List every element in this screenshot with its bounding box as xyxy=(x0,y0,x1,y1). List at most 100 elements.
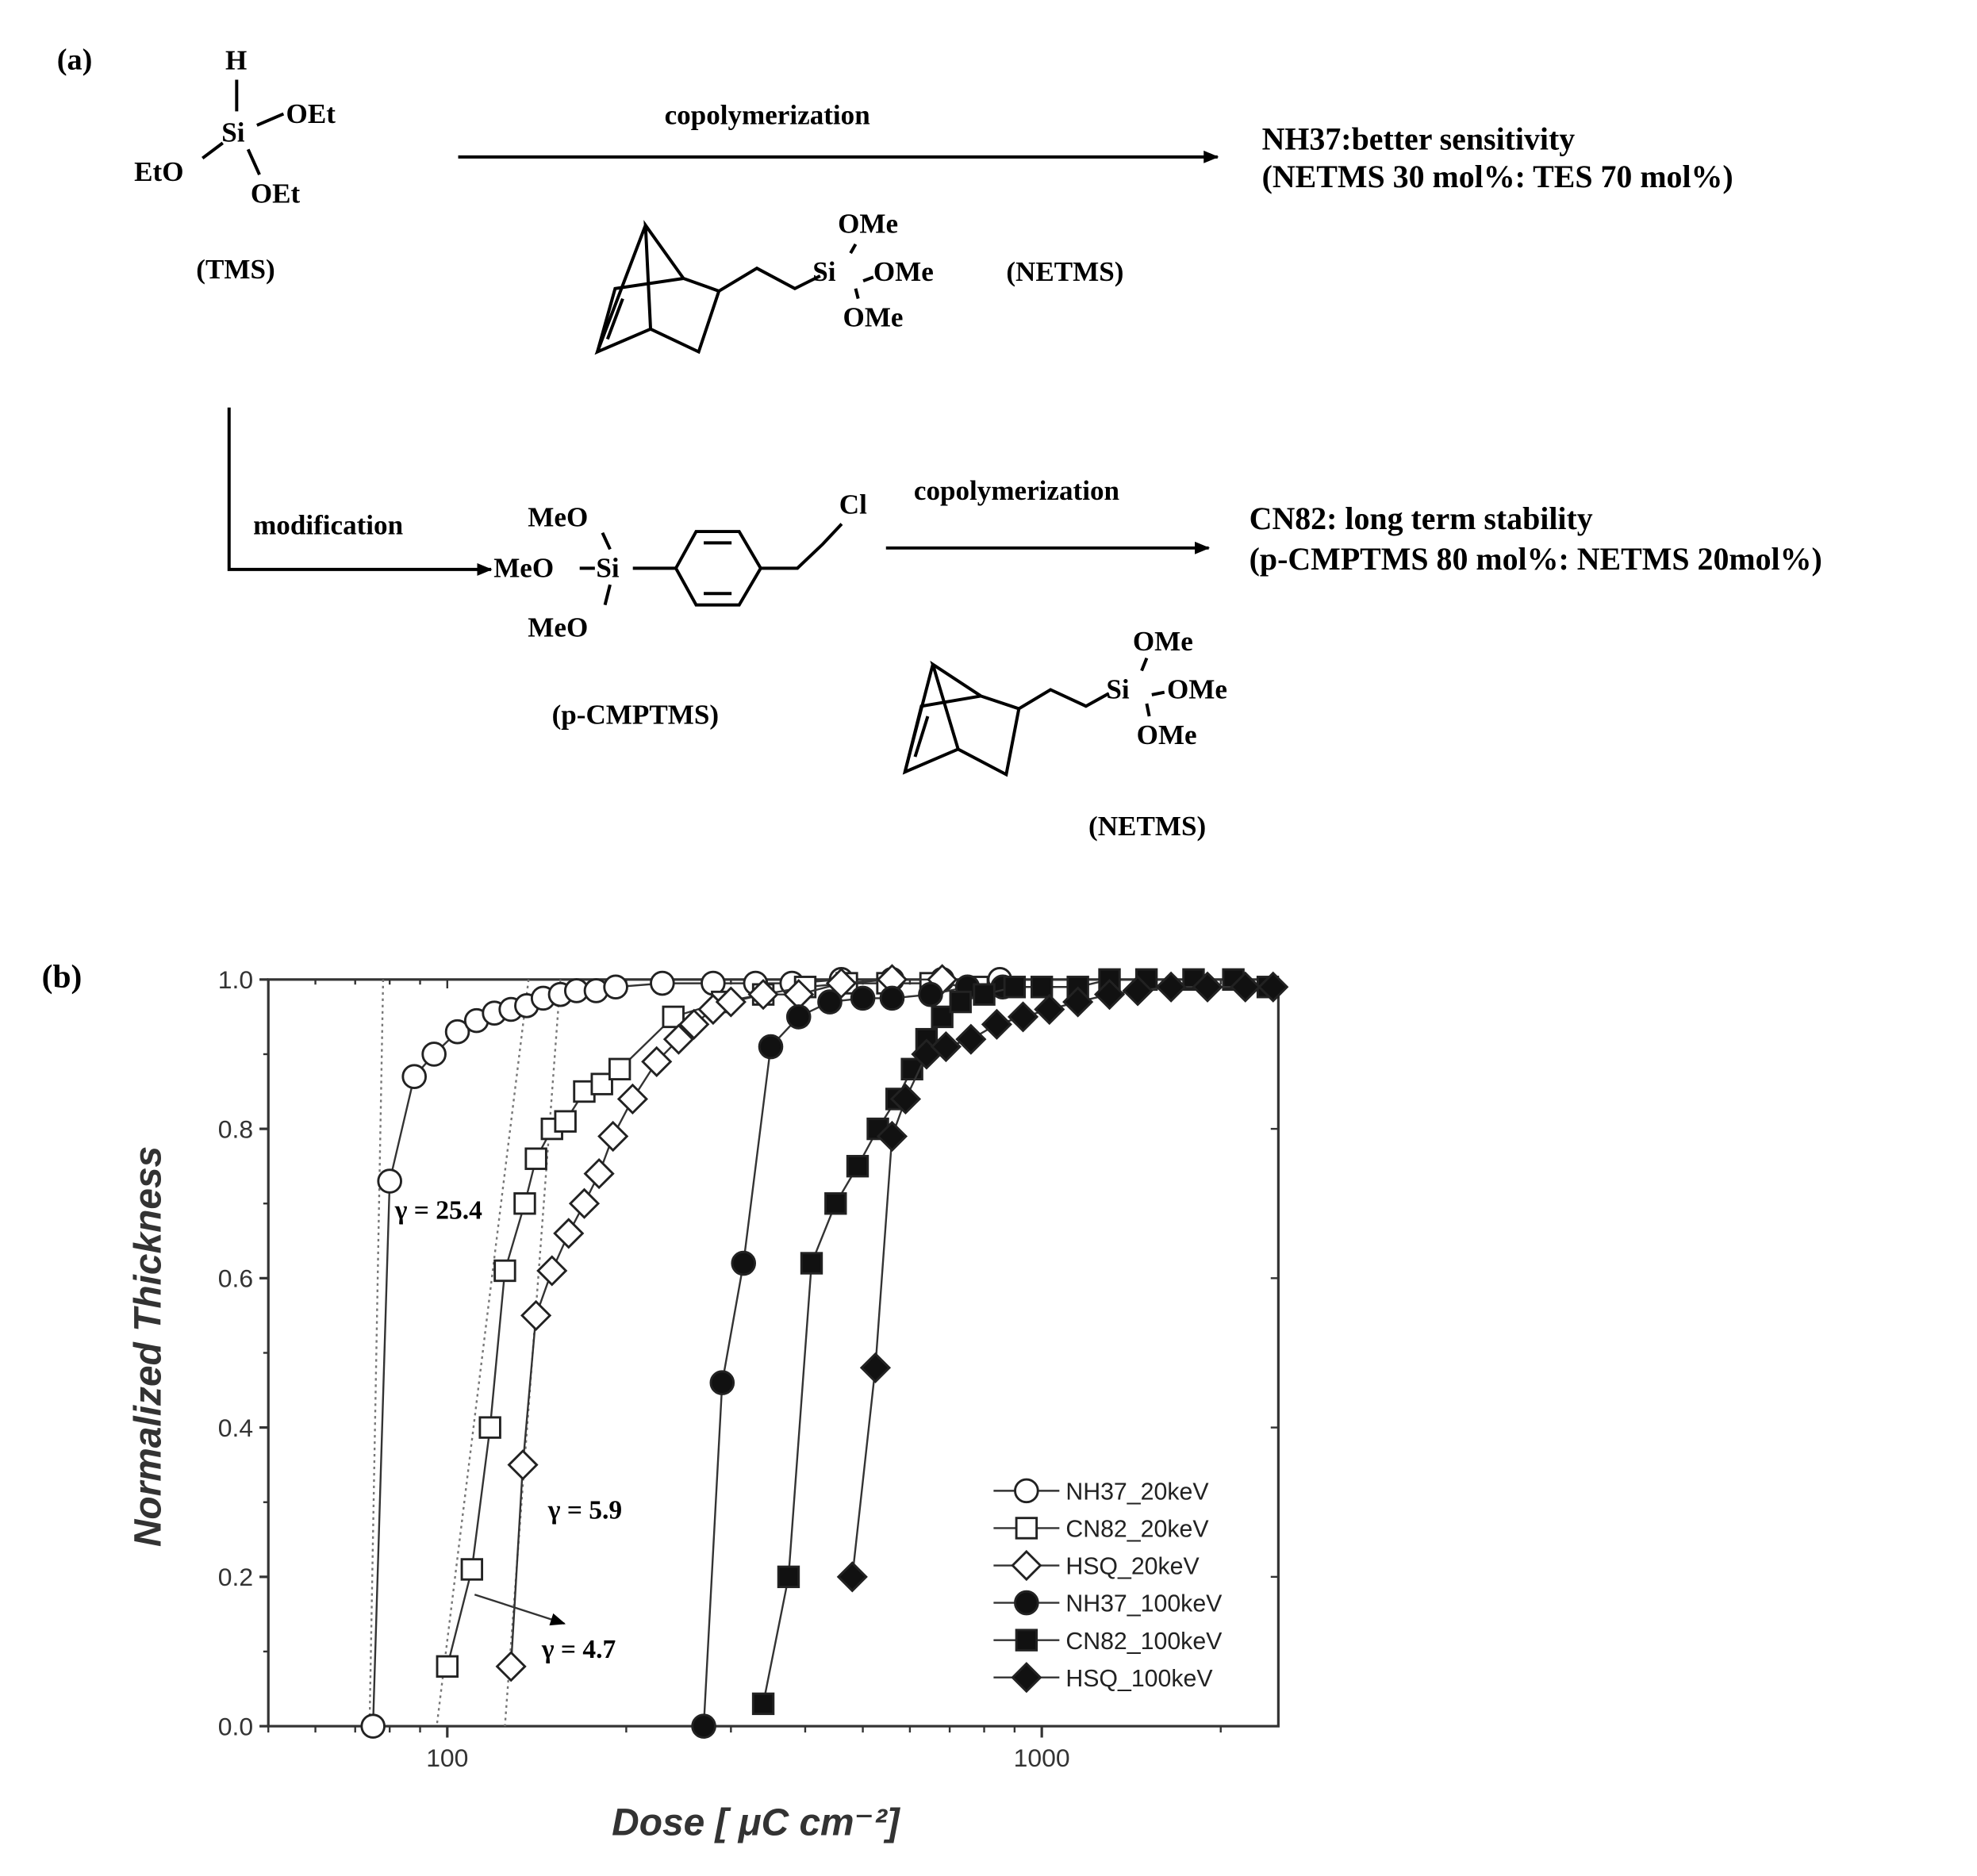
tms-label: (TMS) xyxy=(196,254,274,285)
modification-label: modification xyxy=(253,509,403,540)
data-point xyxy=(436,1655,459,1678)
series-line xyxy=(702,986,1004,1727)
data-point xyxy=(650,970,675,996)
data-point xyxy=(800,1252,823,1275)
cmptms-cl: Cl xyxy=(839,489,867,520)
data-point xyxy=(513,1192,536,1215)
cmptms-label: (p-CMPTMS) xyxy=(552,700,719,731)
netms-1-label: (NETMS) xyxy=(1006,256,1123,287)
tms-si-atom: Si xyxy=(221,117,245,148)
data-point xyxy=(900,1057,923,1080)
series-HSQ_20keV xyxy=(495,964,958,1682)
plot-panel-label: (b) xyxy=(42,957,83,995)
data-point xyxy=(859,1352,892,1383)
data-point xyxy=(1062,986,1094,1018)
data-point xyxy=(662,1023,695,1055)
data-point xyxy=(1003,976,1027,999)
data-point xyxy=(691,1713,716,1739)
data-point xyxy=(817,989,843,1015)
legend-marker xyxy=(1015,1517,1038,1540)
legend-label: HSQ_100keV xyxy=(1065,1666,1213,1692)
data-point xyxy=(1122,975,1154,1007)
legend-marker xyxy=(1014,1590,1039,1616)
data-point xyxy=(401,1064,427,1090)
data-point xyxy=(641,1045,673,1077)
tms-oet-top: OEt xyxy=(286,98,336,129)
netms-1-ome-top: OMe xyxy=(838,209,898,240)
data-point xyxy=(785,1004,812,1030)
y-tick-label: 0.6 xyxy=(218,1264,253,1293)
series-NH37_100keV xyxy=(691,974,1015,1739)
data-point xyxy=(507,1449,539,1481)
legend-label: NH37_100keV xyxy=(1065,1591,1223,1617)
netms-2-label: (NETMS) xyxy=(1088,811,1206,842)
data-point xyxy=(955,1023,987,1055)
x-tick-label: 100 xyxy=(426,1744,468,1772)
cmptms-meo-bottom: MeO xyxy=(528,612,588,643)
netms-2-ome-bottom: OMe xyxy=(1137,719,1197,750)
copolymerization-label-2: copolymerization xyxy=(914,475,1119,506)
data-point xyxy=(460,1558,484,1581)
data-point xyxy=(876,1120,908,1153)
data-point xyxy=(715,986,747,1018)
data-point xyxy=(553,1218,585,1249)
cmptms-molecule: MeO MeO Si MeO Cl (p-CMPTMS) xyxy=(493,489,867,731)
data-point xyxy=(536,1255,568,1287)
cn82-product-line2: (p-CMPTMS 80 mol%: NETMS 20mol%) xyxy=(1250,541,1822,577)
data-point xyxy=(731,1250,757,1276)
y-tick-label: 0.4 xyxy=(218,1414,253,1442)
nh37-product-line2: (NETMS 30 mol%: TES 70 mol%) xyxy=(1262,159,1733,194)
chart-legend: NH37_20keV CN82_20keV HSQ_20keV NH37_100keV… xyxy=(993,1478,1223,1694)
data-point xyxy=(603,974,628,1000)
modification-arrow xyxy=(227,407,493,576)
nh37-product-line1: NH37:better sensitivity xyxy=(1262,121,1576,156)
series-NH37_20keV xyxy=(360,967,1013,1739)
data-point xyxy=(930,1030,962,1063)
legend-marker xyxy=(1011,1549,1042,1582)
y-axis-title: Normalized Thickness xyxy=(128,1146,170,1547)
data-point xyxy=(444,1019,470,1045)
data-point xyxy=(747,979,779,1011)
tms-h-atom: H xyxy=(225,45,247,76)
data-point xyxy=(377,1168,402,1194)
data-point xyxy=(850,985,876,1011)
data-point xyxy=(520,1299,552,1331)
netms-2-ome-top: OMe xyxy=(1133,626,1193,657)
data-point xyxy=(889,1083,922,1115)
data-point xyxy=(597,1120,629,1153)
netms-1-ome-right: OMe xyxy=(873,256,934,287)
cmptms-meo-top: MeO xyxy=(528,502,588,533)
data-point xyxy=(478,1416,501,1439)
y-tick-label: 0.0 xyxy=(218,1712,253,1740)
tms-molecule: H Si OEt EtO OEt (TMS) xyxy=(134,45,336,285)
x-tick-label: 1000 xyxy=(1014,1744,1070,1772)
copolymerization-label-1: copolymerization xyxy=(665,99,870,130)
data-point xyxy=(495,1651,527,1682)
y-tick-label: 1.0 xyxy=(218,965,253,994)
legend-label: NH37_20keV xyxy=(1065,1479,1209,1506)
netms-2-si: Si xyxy=(1106,674,1130,705)
data-point xyxy=(524,1147,547,1170)
legend-label: HSQ_20keV xyxy=(1065,1554,1200,1580)
data-point xyxy=(1192,971,1223,1003)
data-point xyxy=(608,1057,631,1080)
legend-marker xyxy=(1011,1662,1042,1694)
data-point xyxy=(360,1713,386,1739)
data-point xyxy=(1257,971,1289,1003)
gamma-annotation-3: γ = 4.7 xyxy=(541,1635,616,1664)
cn82-product-line1: CN82: long term stability xyxy=(1250,501,1593,536)
cmptms-meo-left: MeO xyxy=(493,553,554,584)
data-point xyxy=(678,1008,710,1040)
cmptms-si: Si xyxy=(596,553,620,584)
netms-2-ome-right: OMe xyxy=(1167,674,1227,705)
gamma-annotation-1: γ = 25.4 xyxy=(394,1195,482,1225)
legend-marker xyxy=(1015,1629,1038,1652)
data-point xyxy=(1093,979,1126,1011)
data-point xyxy=(879,985,905,1011)
gamma-pointer-arrow xyxy=(474,1594,566,1626)
data-point xyxy=(1030,976,1054,999)
data-point xyxy=(554,1110,577,1133)
data-point xyxy=(846,1154,869,1178)
legend-label: CN82_20keV xyxy=(1065,1517,1209,1543)
tms-eto: EtO xyxy=(134,156,183,187)
